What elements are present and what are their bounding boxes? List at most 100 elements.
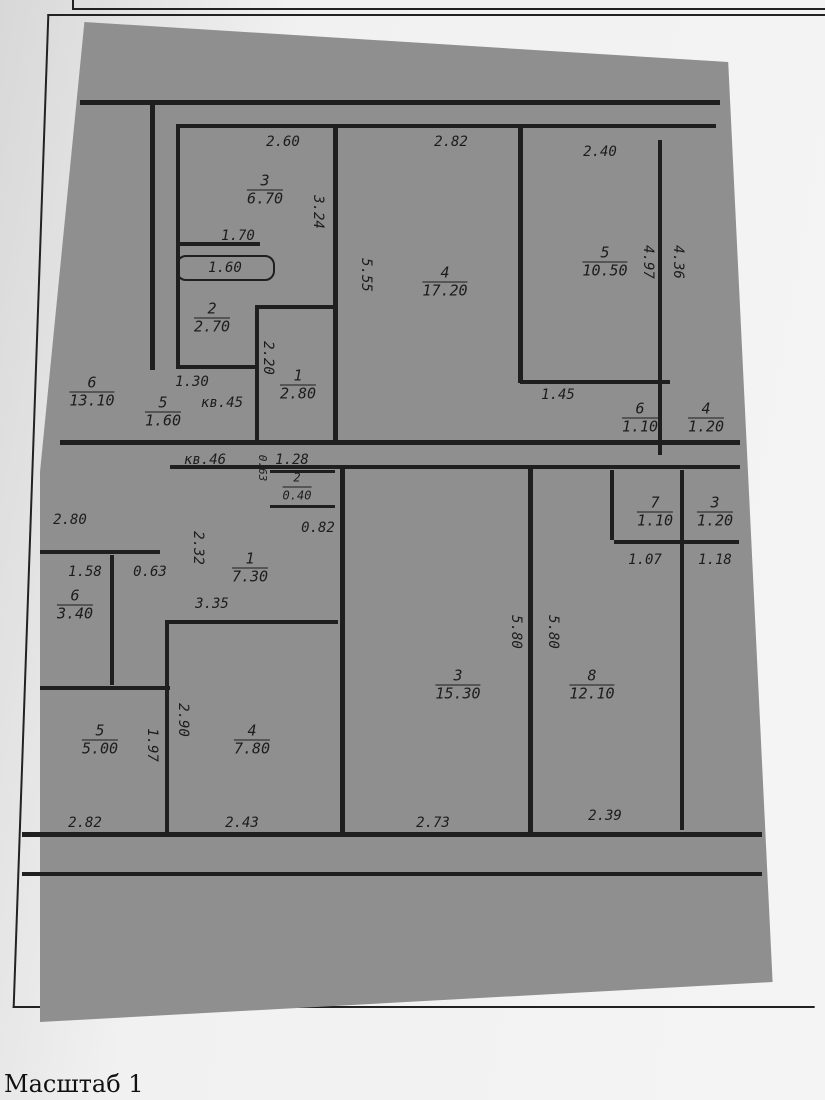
room-area: 7.30 (231, 567, 269, 586)
wall (180, 365, 258, 369)
wall (60, 440, 740, 445)
room-number: 3 (246, 172, 284, 191)
wall (110, 555, 114, 685)
wall (176, 255, 275, 281)
dimension: 2.60 (266, 134, 300, 150)
wall (255, 305, 335, 309)
dimension: 1.97 (144, 728, 160, 762)
wall (165, 620, 169, 832)
dimension: 1.70 (221, 228, 255, 244)
dimension: 1.30 (175, 374, 209, 390)
dimension: 5.80 (545, 615, 561, 649)
dimension: 1.28 (275, 452, 309, 468)
wall (520, 380, 670, 384)
room-number: 6 (56, 587, 94, 606)
dimension: 3.35 (195, 596, 229, 612)
wall (680, 470, 684, 830)
dimension: 2.20 (260, 341, 276, 375)
room-number: 5 (582, 244, 628, 263)
wall (150, 100, 155, 370)
room-number: 7 (636, 494, 674, 513)
room-number: 1 (279, 367, 317, 386)
room-area: 0.40 (282, 488, 312, 503)
room-number: 4 (422, 264, 468, 283)
dimension: кв.45 (200, 395, 244, 411)
top-frame (72, 0, 825, 10)
room-number: 8 (569, 667, 615, 686)
dimension: кв.46 (183, 452, 227, 468)
dimension: 1.60 (208, 260, 242, 276)
wall (40, 686, 170, 690)
wall (176, 124, 180, 369)
room-area: 6.70 (246, 189, 284, 208)
room-area: 7.80 (233, 739, 271, 758)
dimension: 2.90 (175, 703, 191, 737)
wall (658, 140, 662, 455)
room-area: 17.20 (422, 281, 468, 300)
wall (255, 305, 259, 440)
dimension: 2.73 (416, 815, 450, 831)
room-area: 1.10 (621, 417, 659, 436)
wall (270, 505, 335, 508)
room-area: 1.60 (144, 411, 182, 430)
wall (270, 470, 335, 473)
room-area: 2.80 (279, 384, 317, 403)
dimension: 2.43 (225, 815, 259, 831)
room-area: 5.00 (81, 739, 119, 758)
room-number: 4 (687, 400, 725, 419)
room-number: 3 (435, 667, 481, 686)
dimension: 2.39 (588, 808, 622, 824)
room-number: 2 (282, 470, 312, 488)
dimension: 1.45 (541, 387, 575, 403)
room-area: 1.10 (636, 511, 674, 530)
room-number: 5 (81, 722, 119, 741)
dimension: 1.18 (698, 552, 732, 568)
wall (176, 124, 716, 128)
room-number: 3 (696, 494, 734, 513)
room-number: 6 (69, 374, 115, 393)
room-area: 13.10 (69, 391, 115, 410)
dimension: 1.07 (628, 552, 662, 568)
wall (518, 128, 523, 383)
scale-caption: Масштаб 1 (4, 1070, 144, 1098)
room-number: 5 (144, 394, 182, 413)
wall (22, 872, 762, 876)
floor-plan (40, 22, 773, 1022)
dimension: 0.82 (301, 520, 335, 536)
wall (170, 465, 740, 469)
dimension: 4.36 (670, 245, 686, 279)
room-area: 12.10 (569, 684, 615, 703)
dimension: 4.97 (640, 245, 656, 279)
dimension: 5.80 (508, 615, 524, 649)
room-area: 2.70 (193, 317, 231, 336)
wall (528, 468, 533, 833)
wall (614, 540, 739, 544)
room-number: 4 (233, 722, 271, 741)
dimension: 2.82 (68, 815, 102, 831)
room-area: 1.20 (696, 511, 734, 530)
dimension: 5.55 (358, 258, 374, 292)
room-area: 15.30 (435, 684, 481, 703)
dimension: 2.32 (190, 531, 206, 565)
dimension: 2.40 (583, 144, 617, 160)
wall (168, 620, 338, 624)
wall (340, 468, 345, 833)
wall (40, 550, 160, 554)
dimension: 2.82 (434, 134, 468, 150)
wall (333, 128, 338, 440)
